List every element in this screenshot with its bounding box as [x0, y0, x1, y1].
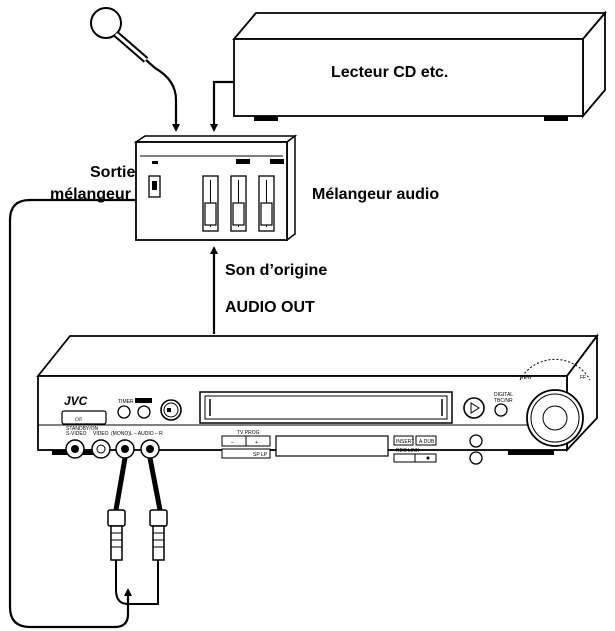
tbc-nr-label: TBC/NR: [494, 398, 513, 404]
rec-link-label: REC LINK: [396, 448, 420, 454]
original-sound-label: Son d’origine: [225, 262, 328, 279]
standby-on-button[interactable]: [61, 410, 107, 425]
insert-button[interactable]: INSERT: [396, 439, 414, 445]
cd-player-icon: [232, 10, 607, 121]
mixer-output-cable: [8, 198, 136, 629]
timer-button[interactable]: [117, 405, 131, 419]
audio-mixer-label: Mélangeur audio: [312, 186, 440, 203]
microphone-icon: [90, 7, 180, 132]
vcr-icon: JVC ⏻/I STANDBY/ON TIMER DIGITAL TBC/NR …: [36, 333, 599, 465]
mixer-output-label-line2: mélangeur: [50, 186, 131, 203]
mixer-output-label-line1: Sortie: [90, 164, 136, 181]
tv-prog-label: TV PROG: [237, 430, 260, 436]
vcr-display: [275, 435, 389, 457]
cd-to-mixer-arrow: [210, 80, 234, 132]
pause-button[interactable]: [469, 434, 483, 448]
prog-minus-button[interactable]: –: [231, 440, 234, 446]
timer-label: TIMER: [118, 399, 134, 405]
tbc-nr-button[interactable]: [494, 403, 508, 417]
aux-button[interactable]: [469, 451, 483, 465]
show-view-button[interactable]: [137, 405, 151, 419]
digital-label: DIGITAL: [494, 392, 513, 398]
power-icon: ⏻/I: [75, 417, 82, 423]
vcr-brand: JVC: [64, 394, 88, 408]
audio-mono-label: (MONO)L – AUDIO – R: [111, 431, 163, 437]
sp-lp-label: SP LP: [253, 452, 268, 458]
ff-label: FF: [580, 375, 586, 381]
cd-player-label: Lecteur CD etc.: [331, 64, 449, 81]
a-dub-button[interactable]: A.DUB: [419, 439, 435, 445]
prog-plus-button[interactable]: +: [255, 440, 258, 446]
audio-out-label: AUDIO OUT: [225, 299, 315, 316]
rca-cables-icon: [107, 457, 168, 605]
audio-mixer-icon: [133, 134, 298, 242]
rew-label: REW: [520, 375, 532, 381]
standby-on-label: STANDBY/ON: [66, 426, 99, 432]
video-label: VIDEO: [93, 431, 109, 437]
s-video-label: S-VIDEO: [66, 431, 87, 437]
